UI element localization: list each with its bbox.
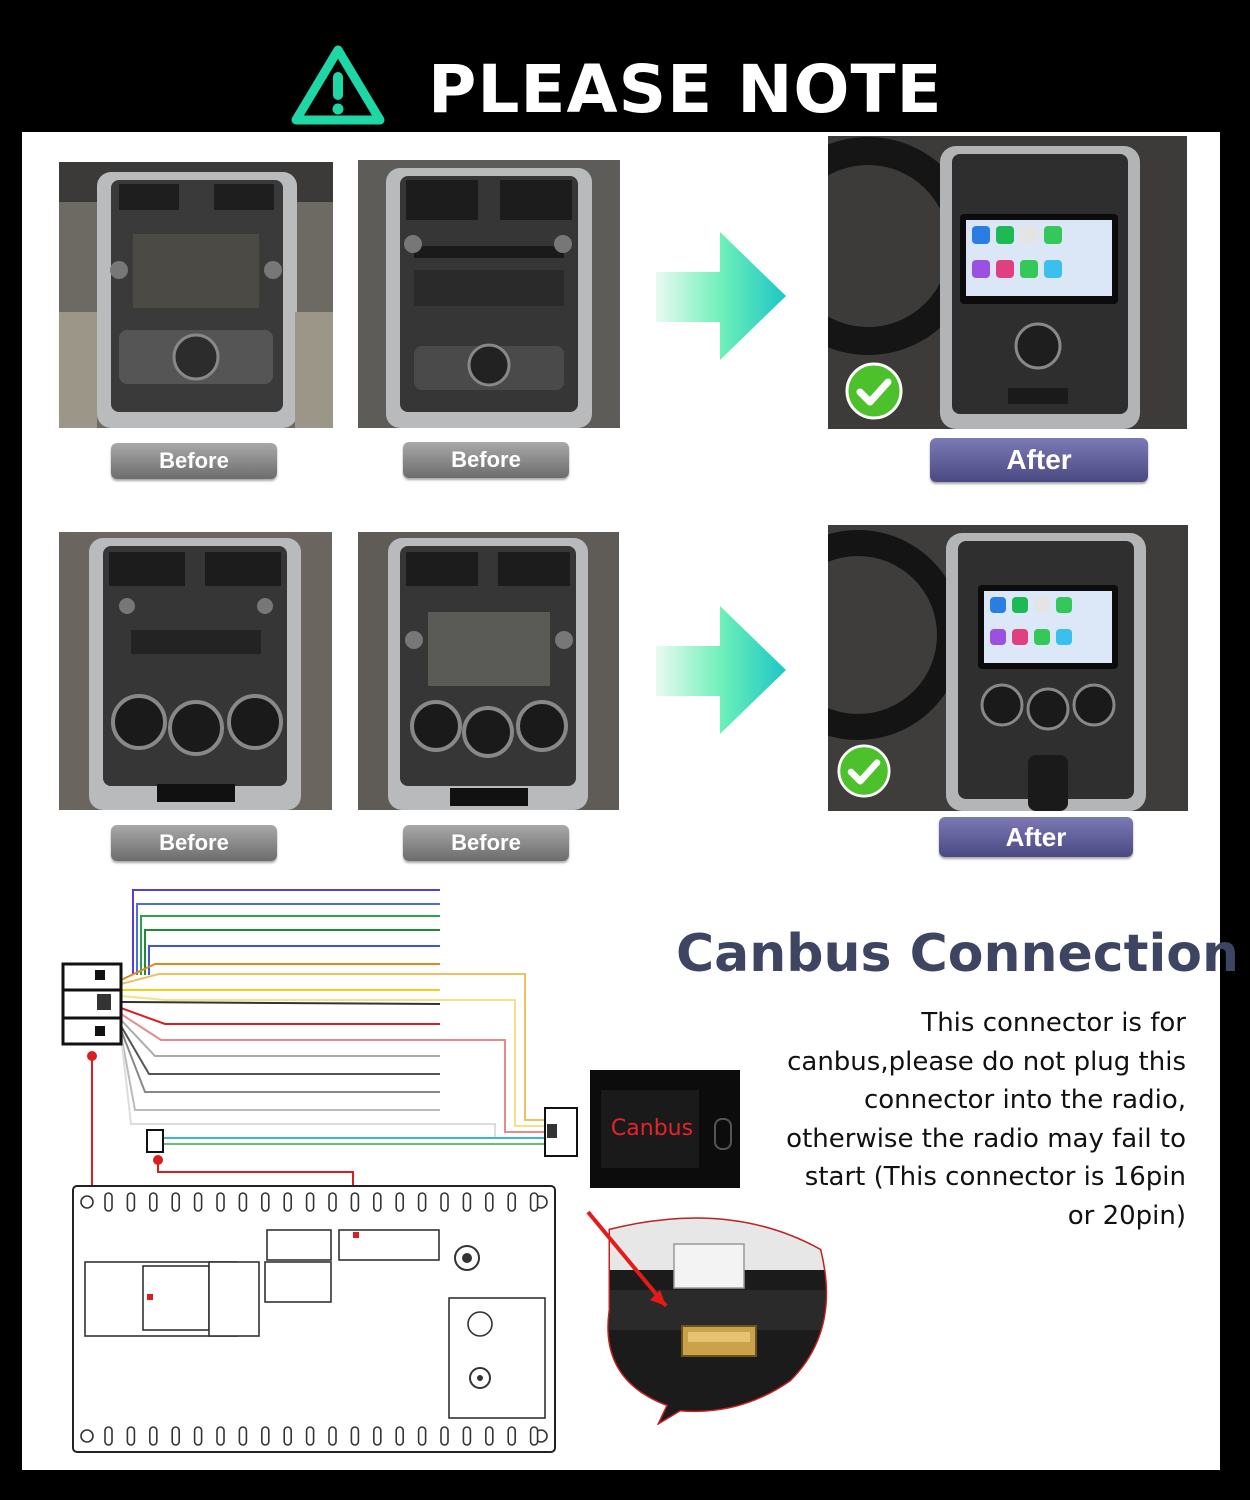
vent-slot (238, 1192, 248, 1212)
vent-slot (126, 1426, 136, 1446)
before-label: Before (111, 825, 277, 861)
vent-slot (484, 1192, 494, 1212)
vent-slot (529, 1426, 539, 1446)
before-photo-1 (59, 162, 333, 428)
vent-slot (126, 1192, 136, 1212)
right-arrow-icon (656, 606, 786, 734)
header: PLEASE NOTE (0, 0, 1250, 132)
vent-slot (395, 1192, 405, 1212)
vent-slot (193, 1426, 203, 1446)
canbus-title: Canbus Connection (676, 924, 1240, 984)
checkmark-icon (845, 362, 903, 420)
vent-slot (417, 1192, 427, 1212)
vent-slot (350, 1192, 360, 1212)
vent-slot (216, 1192, 225, 1212)
page-title: PLEASE NOTE (428, 51, 943, 128)
vent-slot (529, 1192, 539, 1212)
checkmark-icon (837, 744, 891, 798)
vent-slot (261, 1426, 270, 1446)
right-arrow-icon (656, 232, 786, 360)
before-photo-4 (358, 532, 619, 810)
vent-slot (171, 1192, 180, 1212)
vent-slot (372, 1192, 382, 1212)
vent-slot (283, 1426, 292, 1446)
vent-slot (507, 1192, 517, 1212)
vent-slot (193, 1192, 203, 1212)
connector-zoom-callout (586, 1210, 828, 1425)
after-photo-2 (828, 525, 1188, 811)
vent-slot (484, 1426, 494, 1446)
before-label: Before (403, 825, 569, 861)
vent-slot (171, 1426, 180, 1446)
vent-slot (462, 1192, 472, 1212)
vent-slot (238, 1426, 248, 1446)
canbus-module-face (601, 1090, 699, 1168)
vent-slot (261, 1192, 270, 1212)
vent-slot (395, 1426, 405, 1446)
vent-slot (216, 1426, 225, 1446)
canbus-description: This connector is for canbus,please do n… (786, 1008, 1186, 1231)
canbus-module: Canbus (590, 1070, 740, 1188)
vent-slot (440, 1192, 449, 1212)
vent-slot (149, 1426, 158, 1446)
vent-slot (104, 1192, 113, 1212)
vent-slot (350, 1426, 360, 1446)
vent-slot (305, 1192, 315, 1212)
before-label: Before (111, 443, 277, 479)
canbus-module-label: Canbus (610, 1116, 694, 1141)
vent-slot (372, 1426, 382, 1446)
warning-triangle-icon (291, 45, 385, 125)
vent-slot (462, 1426, 472, 1446)
before-photo-3 (59, 532, 332, 810)
vent-slot (104, 1426, 113, 1446)
vent-slot (417, 1426, 427, 1446)
after-label: After (930, 438, 1148, 482)
vent-slot (440, 1426, 449, 1446)
before-photo-2 (358, 160, 620, 428)
vent-slot (283, 1192, 292, 1212)
canbus-port-icon (714, 1118, 732, 1150)
before-label: Before (403, 442, 569, 478)
vent-slot (328, 1192, 337, 1212)
wiring-diagram (61, 889, 578, 1453)
vent-slot (507, 1426, 517, 1446)
vent-slot (149, 1192, 158, 1212)
after-label: After (939, 817, 1133, 857)
vent-slot (328, 1426, 337, 1446)
vent-slot (305, 1426, 315, 1446)
